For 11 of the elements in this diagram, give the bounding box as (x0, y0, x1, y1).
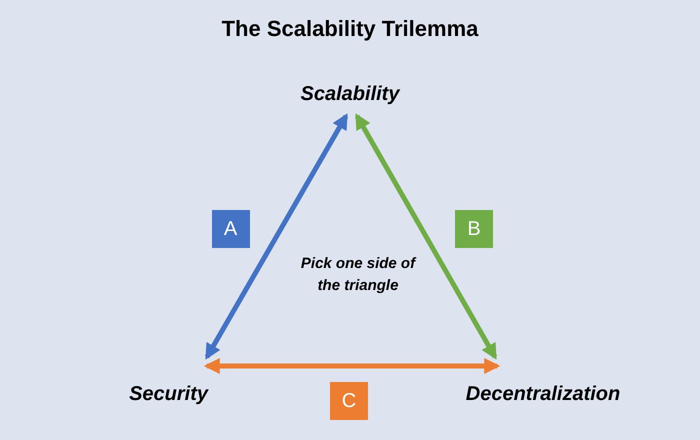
center-note: Pick one side of the triangle (300, 254, 418, 296)
edge-label: A (212, 210, 250, 248)
double-arrow (204, 358, 500, 374)
double-arrow (354, 113, 498, 360)
double-arrow (204, 113, 348, 360)
diagram-title: The Scalability Trilemma (222, 15, 478, 43)
vertex-label: Scalability (280, 76, 420, 112)
edge-label: C (330, 382, 368, 420)
edge-label: B (455, 210, 493, 248)
vertex-label: Security (104, 378, 208, 410)
vertex-label: Decentralization (450, 378, 636, 410)
